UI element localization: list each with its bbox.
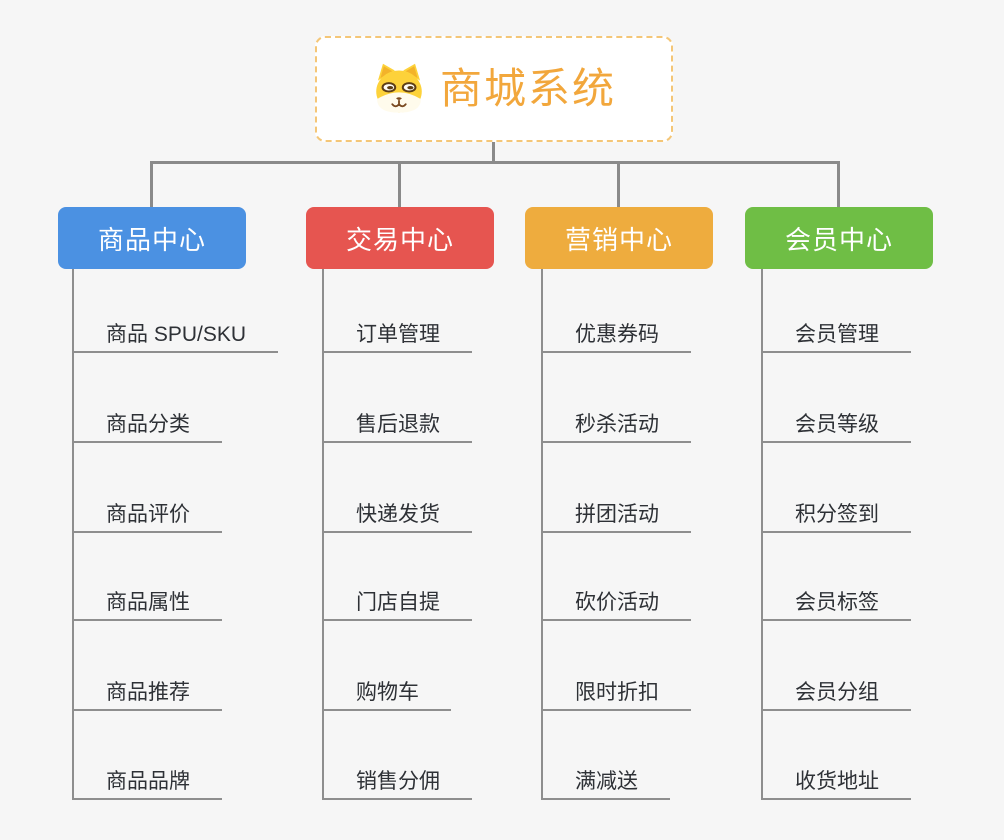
branch-header-trade[interactable]: 交易中心 [306, 207, 494, 269]
connector-drop-2 [398, 161, 401, 207]
branch-spine [72, 269, 74, 800]
subtopic[interactable]: 会员分组 [761, 677, 911, 711]
connector-drop-1 [150, 161, 153, 207]
branch-spine [322, 269, 324, 800]
subtopic[interactable]: 会员标签 [761, 587, 911, 621]
subtopic[interactable]: 砍价活动 [541, 587, 691, 621]
dog-face-icon [372, 62, 426, 116]
connector-drop-4 [837, 161, 840, 207]
subtopic[interactable]: 销售分佣 [322, 766, 472, 800]
subtopic[interactable]: 商品评价 [72, 499, 222, 533]
branch-header-marketing[interactable]: 营销中心 [525, 207, 713, 269]
subtopic[interactable]: 快递发货 [322, 499, 472, 533]
subtopic[interactable]: 购物车 [322, 677, 451, 711]
branch-header-products[interactable]: 商品中心 [58, 207, 246, 269]
subtopic[interactable]: 会员管理 [761, 319, 911, 353]
subtopic[interactable]: 商品分类 [72, 409, 222, 443]
subtopic[interactable]: 商品 SPU/SKU [72, 319, 279, 353]
connector-root-stem [492, 140, 495, 163]
subtopic[interactable]: 满减送 [541, 766, 670, 800]
subtopic[interactable]: 商品属性 [72, 587, 222, 621]
subtopic[interactable]: 积分签到 [761, 499, 911, 533]
subtopic[interactable]: 收货地址 [761, 766, 911, 800]
subtopic[interactable]: 订单管理 [322, 319, 472, 353]
subtopic[interactable]: 商品推荐 [72, 677, 222, 711]
subtopic[interactable]: 秒杀活动 [541, 409, 691, 443]
branch-header-members[interactable]: 会员中心 [745, 207, 933, 269]
subtopic[interactable]: 售后退款 [322, 409, 472, 443]
subtopic[interactable]: 拼团活动 [541, 499, 691, 533]
subtopic[interactable]: 优惠券码 [541, 319, 691, 353]
subtopic[interactable]: 限时折扣 [541, 677, 691, 711]
branch-spine [541, 269, 543, 800]
connector-drop-3 [617, 161, 620, 207]
subtopic[interactable]: 商品品牌 [72, 766, 222, 800]
connector-rail [150, 161, 840, 164]
subtopic[interactable]: 门店自提 [322, 587, 472, 621]
root-topic-title: 商城系统 [439, 65, 616, 112]
subtopic[interactable]: 会员等级 [761, 409, 911, 443]
branch-spine [761, 269, 763, 800]
root-topic[interactable]: 商城系统 [315, 36, 673, 142]
